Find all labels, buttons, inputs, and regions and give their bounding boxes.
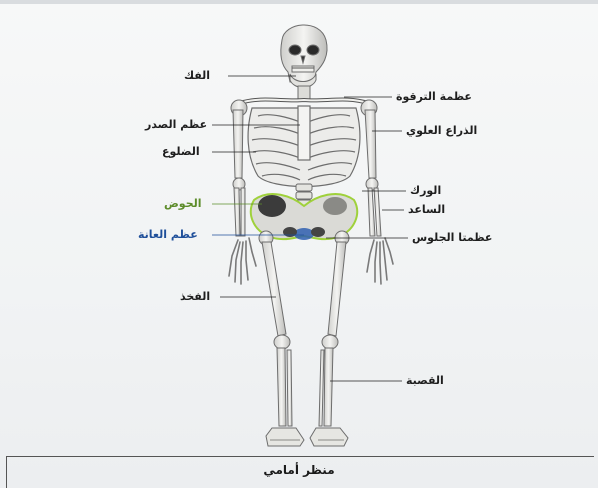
- label-tibia: القصبة: [406, 374, 444, 388]
- hands: [229, 238, 393, 284]
- label-forearm: الساعد: [408, 203, 445, 217]
- label-pubis: عظم العانة: [138, 228, 198, 242]
- label-humerus: الذراع العلوي: [406, 124, 477, 138]
- neck-vertebrae: [298, 86, 310, 100]
- label-ischium: عظمتا الجلوس: [412, 231, 492, 245]
- footer-rule: [6, 456, 594, 457]
- label-sternum: عظم الصدر: [145, 118, 207, 132]
- label-jaw: الفك: [184, 69, 210, 83]
- label-pelvis: الحوض: [164, 197, 202, 211]
- legs: [259, 231, 349, 426]
- figure-caption: منظر أمامي: [0, 463, 598, 477]
- label-ribs: الضلوع: [162, 145, 200, 159]
- label-hip: الورك: [410, 184, 441, 198]
- skull: [281, 25, 327, 88]
- label-femur: الفخذ: [180, 290, 210, 304]
- feet: [266, 428, 348, 446]
- label-clavicle: عظمة الترقوة: [396, 90, 472, 104]
- ribcage: [248, 106, 360, 187]
